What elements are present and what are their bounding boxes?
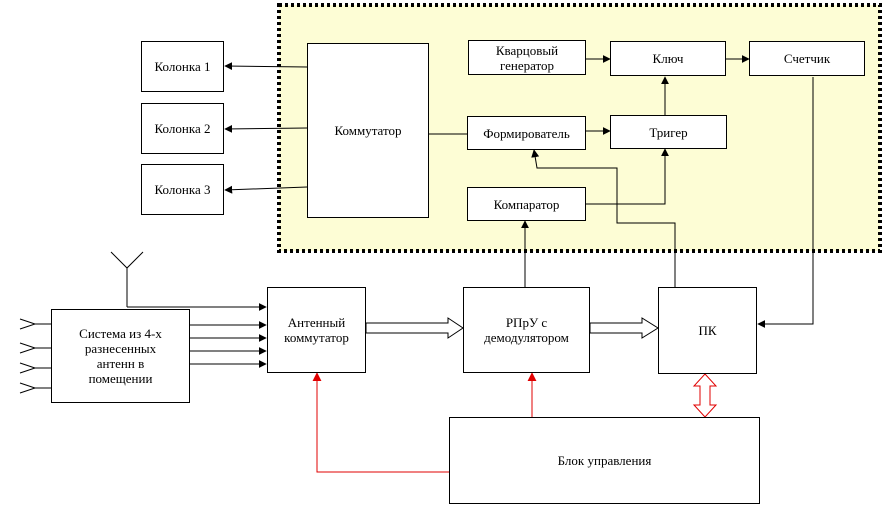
kluch-label: Ключ xyxy=(652,51,684,66)
rpru-line1: РПрУ с xyxy=(505,315,548,330)
sistema-input-arrows xyxy=(19,318,51,394)
kolonka-3-block: Колонка 3 xyxy=(141,164,224,215)
kolonka-2-block: Колонка 2 xyxy=(141,103,224,154)
sistema-antenn-block: Система из 4-х разнесенных антенн в поме… xyxy=(51,309,190,403)
sistema-line3: антенн в xyxy=(96,356,145,371)
kluch-block: Ключ xyxy=(610,41,726,76)
sistema-line1: Система из 4-х xyxy=(79,326,162,341)
rpru-line2: демодулятором xyxy=(484,330,569,345)
kolonka-3-label: Колонка 3 xyxy=(154,182,211,197)
komparator-label: Компаратор xyxy=(493,196,560,212)
blok-upravleniya-block: Блок управления xyxy=(449,417,760,504)
logic-arrows xyxy=(521,55,814,328)
triger-block: Тригер xyxy=(610,115,727,149)
blok-upravleniya-label: Блок управления xyxy=(557,453,652,468)
control-lines xyxy=(312,372,537,473)
kvarc-line1: Кварцовый xyxy=(495,42,559,58)
pk-blok-double-arrow xyxy=(692,373,718,418)
formirovatel-block: Формирователь xyxy=(467,116,586,150)
antenny-line2: коммутатор xyxy=(284,330,349,345)
kolonka-1-label: Колонка 1 xyxy=(154,59,211,74)
kommutator-label: Коммутатор xyxy=(334,123,402,138)
kommutator-block: Коммутатор xyxy=(307,43,429,218)
pk-label: ПК xyxy=(698,323,717,338)
triger-label: Тригер xyxy=(649,124,688,140)
kolonka-1-block: Колонка 1 xyxy=(141,41,224,92)
sistema-to-antenny-arrows xyxy=(190,321,267,368)
pk-block: ПК xyxy=(658,287,757,374)
kolonka-2-label: Колонка 2 xyxy=(154,121,211,136)
antenny-kommutator-block: Антенный коммутатор xyxy=(267,287,366,373)
antenny-line1: Антенный xyxy=(287,315,346,330)
rpru-demodulator-block: РПрУ с демодулятором xyxy=(463,287,590,373)
sistema-line4: помещении xyxy=(88,371,153,386)
formirovatel-label: Формирователь xyxy=(483,125,570,141)
antenna-icon xyxy=(110,251,267,311)
wide-arrows xyxy=(365,317,659,339)
schetchik-block: Счетчик xyxy=(749,41,865,76)
sistema-line2: разнесенных xyxy=(84,341,157,356)
kommutator-to-kolonka-lines xyxy=(224,62,308,194)
komparator-block: Компаратор xyxy=(467,187,586,221)
kvarc-line2: генератор xyxy=(499,57,555,73)
kvarc-generator-block: Кварцовый генератор xyxy=(468,40,586,75)
schetchik-label: Счетчик xyxy=(783,51,831,66)
